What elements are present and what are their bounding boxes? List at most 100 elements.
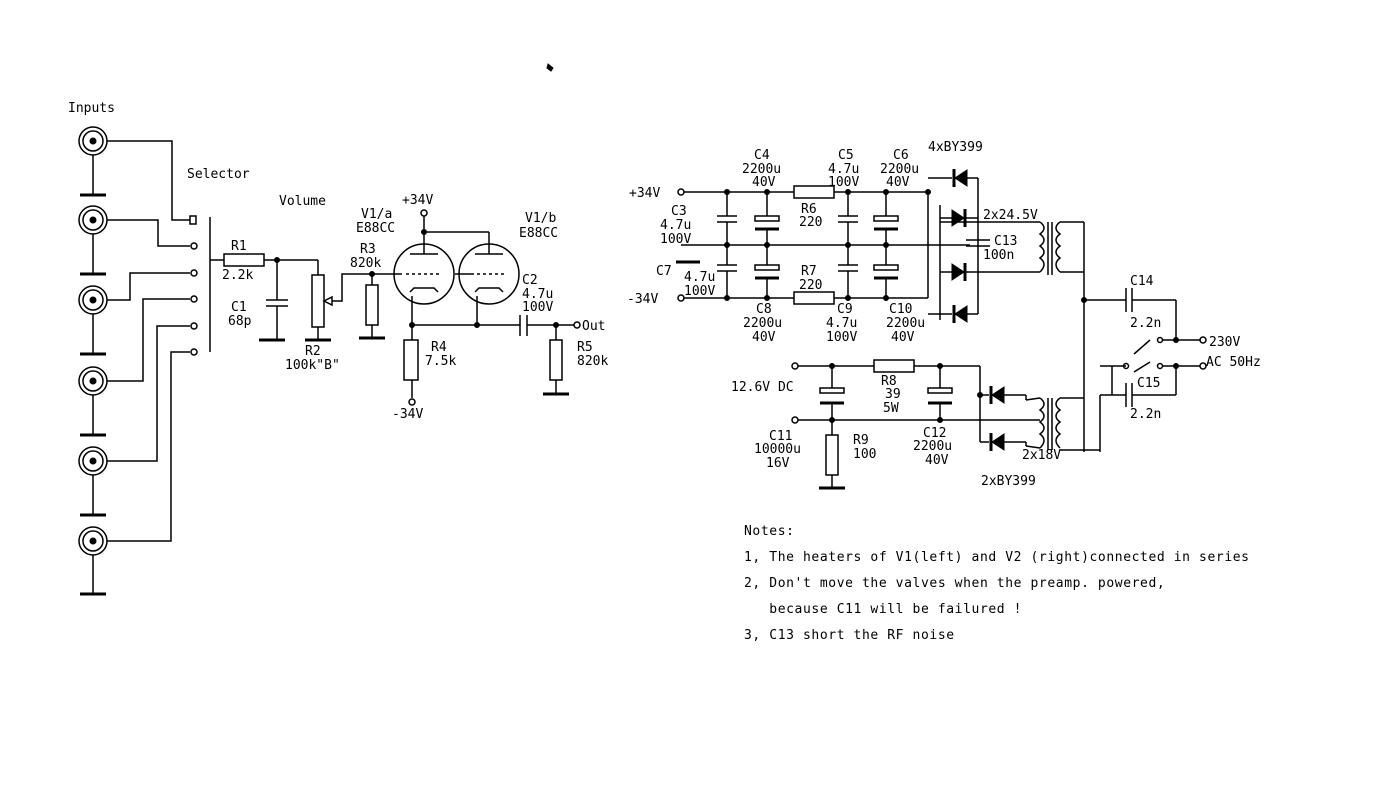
- label-mains: 230V: [1209, 335, 1240, 350]
- label-inputs: Inputs: [68, 101, 115, 116]
- label-c2: C2: [522, 273, 538, 288]
- label-c13-value: 100n: [983, 248, 1014, 263]
- label-volume: Volume: [279, 194, 326, 209]
- label-c7-voltage: 100V: [684, 284, 715, 299]
- label-v1a: V1/a: [361, 207, 392, 222]
- capacitor-c1: [257, 260, 288, 342]
- label-c11: C11: [769, 429, 792, 444]
- resistor-r5: [541, 325, 571, 396]
- label-c3: C3: [671, 204, 687, 219]
- label-c10-voltage: 40V: [891, 330, 915, 345]
- label-c14-value: 2.2n: [1130, 316, 1161, 331]
- label-r1-value: 2.2k: [222, 268, 253, 283]
- label-c3-voltage: 100V: [660, 232, 691, 247]
- label-dc: 12.6V DC: [731, 380, 794, 395]
- label-r9-value: 100: [853, 447, 876, 462]
- label-c15-value: 2.2n: [1130, 407, 1161, 422]
- label-mains-freq: AC 50Hz: [1206, 355, 1261, 370]
- input-jack-3: [78, 272, 190, 356]
- label-minus34-ps: -34V: [627, 292, 658, 307]
- component-labels: Inputs Selector Volume R1 2.2k C1 68p R2…: [68, 101, 1261, 489]
- label-c6-voltage: 40V: [886, 175, 910, 190]
- label-r8: R8: [881, 374, 897, 389]
- label-c2-voltage: 100V: [522, 300, 553, 315]
- heater-supply: [791, 359, 1100, 490]
- resistor-r4: [403, 322, 520, 406]
- label-r9: R9: [853, 433, 869, 448]
- input-jack-2: [78, 205, 190, 276]
- label-diodes-top: 4xBY399: [928, 140, 983, 155]
- input-jack-4: [78, 298, 190, 437]
- selector-switch: [189, 215, 224, 356]
- label-c13: C13: [994, 234, 1017, 249]
- note-2: 2, Don't move the valves when the preamp…: [744, 576, 1166, 591]
- resistor-r1: [223, 253, 318, 267]
- label-c9-voltage: 100V: [826, 330, 857, 345]
- label-r5-value: 820k: [577, 354, 608, 369]
- label-c4-value: 2200u: [742, 162, 781, 177]
- label-r2: R2: [305, 344, 321, 359]
- label-c5-value: 4.7u: [828, 162, 859, 177]
- label-c4-voltage: 40V: [752, 175, 776, 190]
- label-plus34-top: +34V: [402, 193, 433, 208]
- label-minus34-bottom: -34V: [392, 407, 423, 422]
- label-c11-voltage: 16V: [766, 456, 790, 471]
- label-r1: R1: [231, 239, 247, 254]
- label-c1-value: 68p: [228, 314, 252, 329]
- label-r4-value: 7.5k: [425, 354, 456, 369]
- note-3: 3, C13 short the RF noise: [744, 628, 955, 643]
- label-r5: R5: [577, 340, 593, 355]
- label-v1a-type: E88CC: [356, 221, 395, 236]
- label-c6-value: 2200u: [880, 162, 919, 177]
- label-c6: C6: [893, 148, 909, 163]
- label-v1b-type: E88CC: [519, 226, 558, 241]
- label-r8-watt: 5W: [883, 401, 899, 416]
- label-c5-voltage: 100V: [828, 175, 859, 190]
- label-c3-value: 4.7u: [660, 218, 691, 233]
- label-selector: Selector: [187, 167, 250, 182]
- label-r2-value: 100k"B": [285, 358, 340, 373]
- label-c8: C8: [756, 302, 772, 317]
- label-r8-value: 39: [885, 387, 901, 402]
- supply-plus34-top: [420, 209, 489, 235]
- capacitor-c2: [519, 315, 581, 336]
- label-c4: C4: [754, 148, 770, 163]
- label-plus34-ps: +34V: [629, 186, 660, 201]
- notes-block: Notes: 1, The heaters of V1(left) and V2…: [744, 524, 1250, 654]
- label-c9: C9: [837, 302, 853, 317]
- label-c14: C14: [1130, 274, 1154, 289]
- label-c7-value: 4.7u: [684, 270, 715, 285]
- label-c8-voltage: 40V: [752, 330, 776, 345]
- label-r4: R4: [431, 340, 447, 355]
- label-c15: C15: [1137, 376, 1160, 391]
- input-jack-6: [78, 351, 190, 596]
- label-c2-value: 4.7u: [522, 287, 553, 302]
- potentiometer-r2: [303, 260, 372, 342]
- label-c12: C12: [923, 426, 946, 441]
- label-c12-voltage: 40V: [925, 453, 949, 468]
- label-c7: C7: [656, 264, 672, 279]
- tube-v1a: [393, 232, 455, 325]
- label-c11-value: 10000u: [754, 442, 801, 457]
- label-c5: C5: [838, 148, 854, 163]
- label-r7: R7: [801, 264, 817, 279]
- label-r6: R6: [801, 202, 817, 217]
- tube-v1b: [455, 232, 520, 325]
- label-out: Out: [582, 319, 605, 334]
- label-r6-value: 220: [799, 215, 822, 230]
- label-c8-value: 2200u: [743, 316, 782, 331]
- label-c12-value: 2200u: [913, 439, 952, 454]
- resistor-r3: [357, 271, 402, 340]
- input-jack-5: [78, 325, 190, 517]
- label-trafo-bottom: 2x18V: [1022, 448, 1061, 463]
- label-c1: C1: [231, 300, 247, 315]
- notes-title: Notes:: [744, 524, 795, 539]
- note-1: 1, The heaters of V1(left) and V2 (right…: [744, 550, 1250, 565]
- label-v1b: V1/b: [525, 211, 556, 226]
- mains-section: [1081, 222, 1207, 452]
- hv-supply: [676, 167, 1084, 325]
- label-r7-value: 220: [799, 278, 822, 293]
- label-trafo-top: 2x24.5V: [983, 208, 1038, 223]
- note-2-continued: because C11 will be failured !: [744, 602, 1023, 617]
